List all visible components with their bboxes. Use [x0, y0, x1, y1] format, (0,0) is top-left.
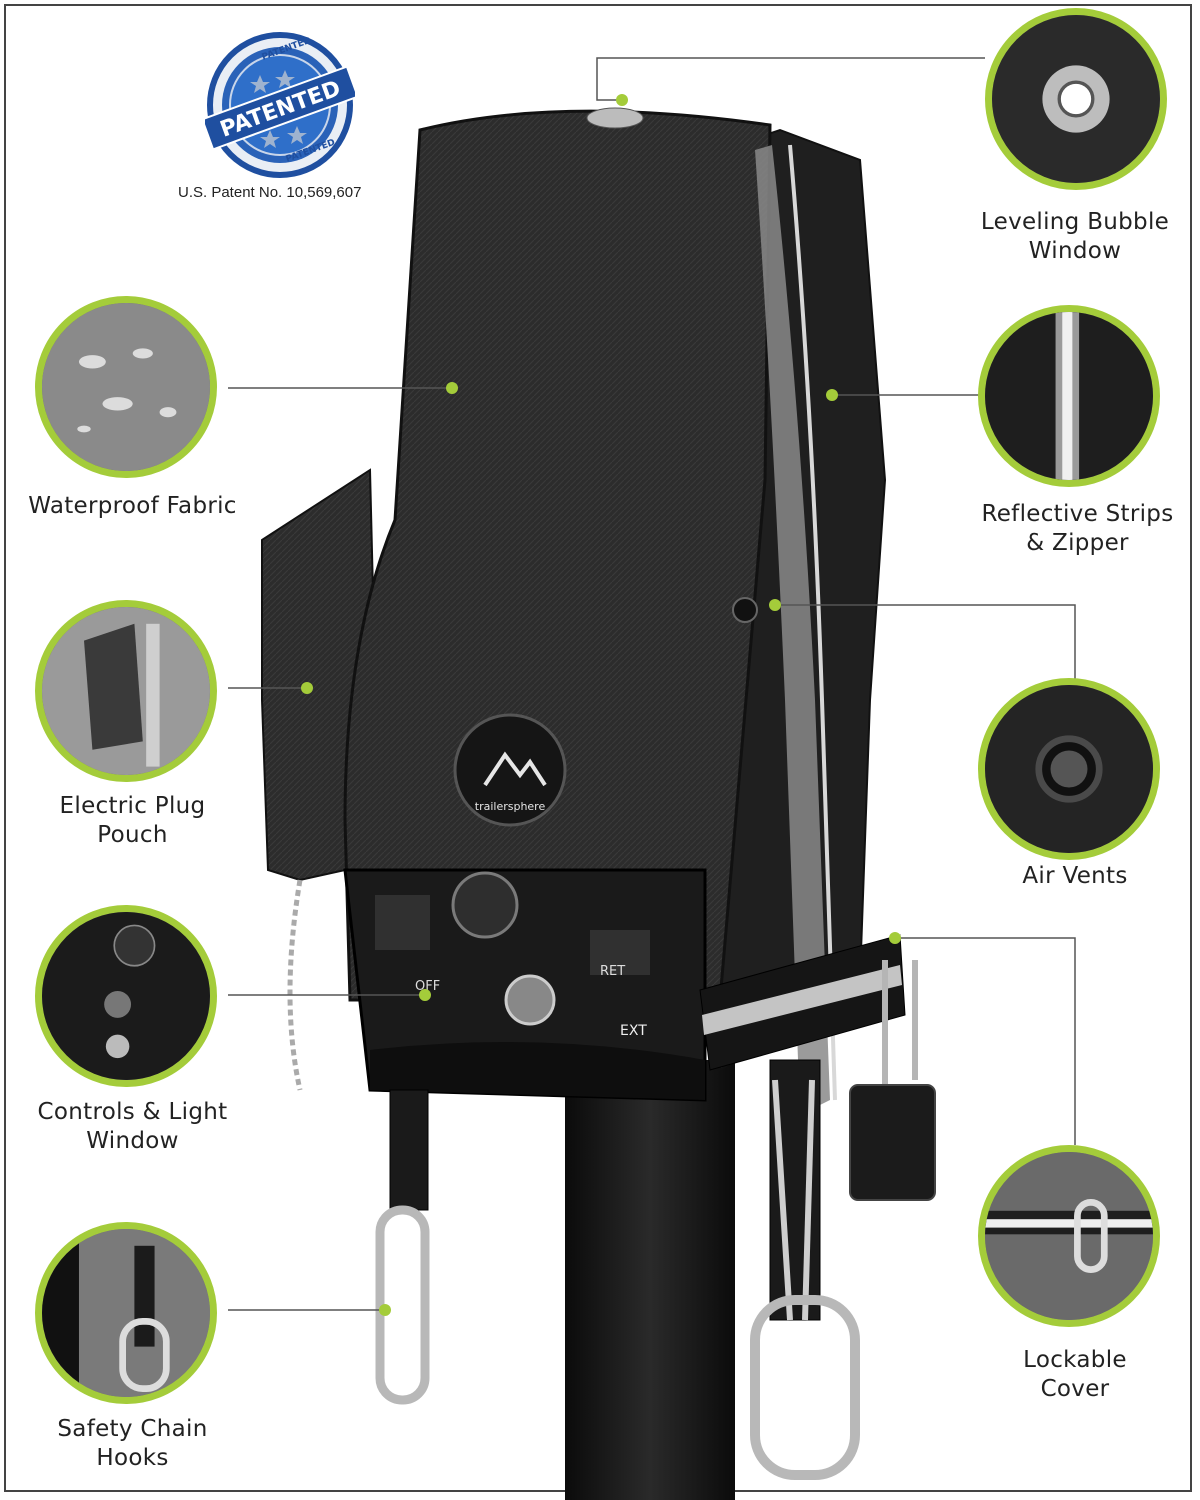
brand-logo: [453, 713, 567, 827]
air-vents-photo: [978, 678, 1160, 860]
callout-line-leveling: [596, 57, 985, 101]
label-reflective: Reflective Strips& Zipper: [981, 501, 1174, 556]
lockable-cover-photo: [978, 1145, 1160, 1327]
callout-dot-plug: [301, 682, 313, 694]
jack-pole: [565, 1060, 735, 1500]
safety-chain-hooks-photo: [35, 1222, 217, 1404]
leveling-window: [586, 107, 644, 129]
callout-dot-waterproof: [446, 382, 458, 394]
electric-plug-pouch-photo: [35, 600, 217, 782]
control-off-label: OFF: [415, 979, 440, 994]
waterproof-fabric-photo: [35, 296, 217, 478]
control-ret-label: RET: [600, 964, 625, 979]
bungee-cord: [287, 879, 303, 1091]
padlock: [849, 1084, 936, 1201]
left-hook: [375, 1205, 430, 1405]
callout-dot-vents: [769, 599, 781, 611]
callout-line-lockable: [895, 937, 1076, 1145]
callout-dot-controls: [419, 989, 431, 1001]
callout-dot-reflective: [826, 389, 838, 401]
callout-line-vents: [775, 604, 1076, 685]
leveling-bubble-photo: [985, 8, 1167, 190]
control-ext-label: EXT: [620, 1023, 647, 1039]
controls-light-window-photo: [35, 905, 217, 1087]
callout-dot-safety: [379, 1304, 391, 1316]
callout-dot-lockable: [889, 932, 901, 944]
label-waterproof: Waterproof Fabric: [28, 493, 237, 519]
padlock-shackle: [882, 960, 918, 1090]
air-vent: [732, 597, 758, 623]
reflective-strip: [755, 145, 830, 1115]
callout-dot-leveling: [616, 94, 628, 106]
label-vents: Air Vents: [1022, 863, 1128, 889]
brand-name: trailersphere: [475, 800, 546, 813]
patent-badge: PATENTED PATENTED PATENTED: [200, 30, 360, 180]
patent-number: U.S. Patent No. 10,569,607: [178, 184, 362, 201]
reflective-strips-photo: [978, 305, 1160, 487]
right-hook: [750, 1295, 860, 1480]
